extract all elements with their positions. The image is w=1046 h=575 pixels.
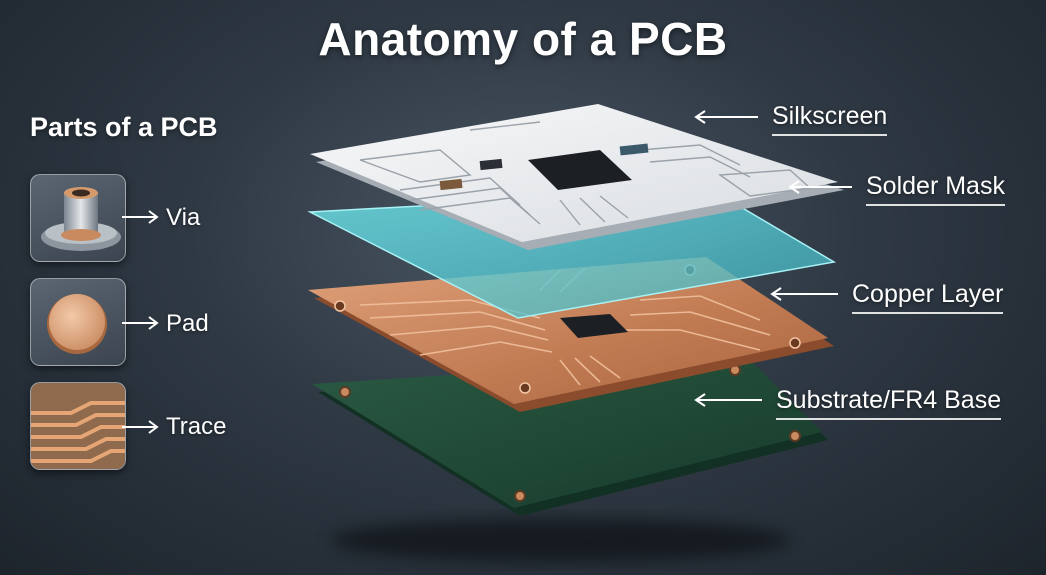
via-arrow-icon: [122, 210, 159, 224]
via-icon: [41, 187, 121, 251]
pad-icon: [47, 294, 107, 354]
trace-arrow-icon: [122, 420, 159, 434]
layer-label-copper: Copper Layer: [852, 280, 1004, 314]
copper-layer: [308, 257, 834, 412]
layer-label-substrate: Substrate/FR4 Base: [776, 386, 1002, 420]
layer-arrows: [694, 110, 852, 407]
substrate-layer: [312, 356, 828, 516]
part-label-trace: Trace: [166, 413, 227, 440]
solder-mask-layer: [307, 189, 837, 319]
pad-arrow-icon: [122, 316, 159, 330]
silkscreen-layer: [310, 104, 844, 250]
layer-label-silkscreen: Silkscreen: [772, 102, 888, 136]
diagram-title: Anatomy of a PCB: [318, 13, 728, 65]
pad-thumbnail: [30, 278, 126, 366]
layer-label-solder-mask: Solder Mask: [866, 172, 1005, 206]
parts-heading: Parts of a PCB: [30, 112, 218, 142]
part-label-via: Via: [166, 204, 201, 231]
board-shadow: [330, 518, 790, 562]
trace-thumbnail: [30, 382, 126, 470]
trace-icon: [31, 383, 125, 469]
via-thumbnail: [30, 174, 126, 262]
part-label-pad: Pad: [166, 310, 209, 337]
